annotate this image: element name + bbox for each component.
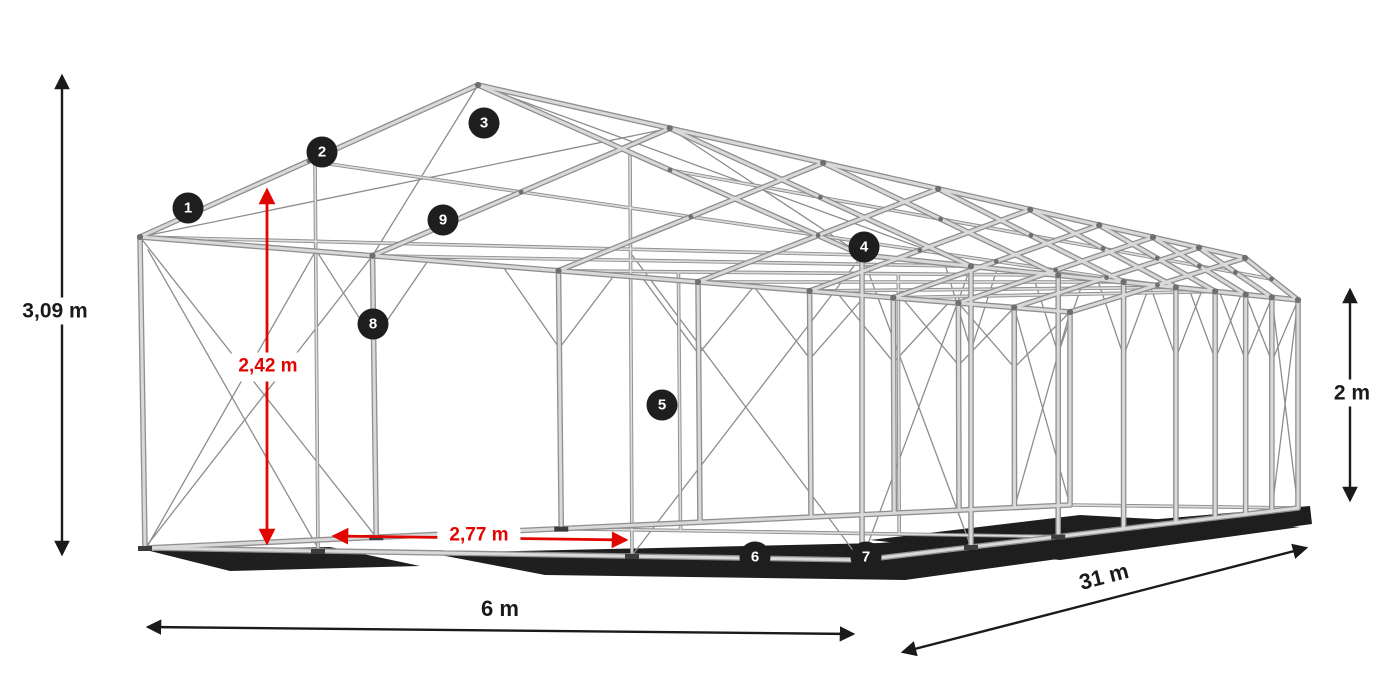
label-entrance-height: 2,42 m [226,352,310,382]
marker-2: 2 [306,136,338,168]
marker-7: 7 [850,541,882,573]
ground-shadows [150,506,1312,580]
label-width: 6 m [481,595,519,621]
marker-4: 4 [848,231,880,263]
arrow-width [145,619,856,642]
arrow-length [900,543,1309,657]
label-side-height: 2 m [1325,379,1379,407]
marker-8: 8 [357,308,389,340]
label-entrance-width: 2,77 m [437,521,521,551]
marker-5: 5 [646,389,678,421]
marker-9: 9 [427,204,459,236]
marker-1: 1 [172,192,204,224]
marker-3: 3 [468,107,500,139]
marker-6: 6 [739,541,771,573]
label-total-height: 3,09 m [14,297,96,325]
